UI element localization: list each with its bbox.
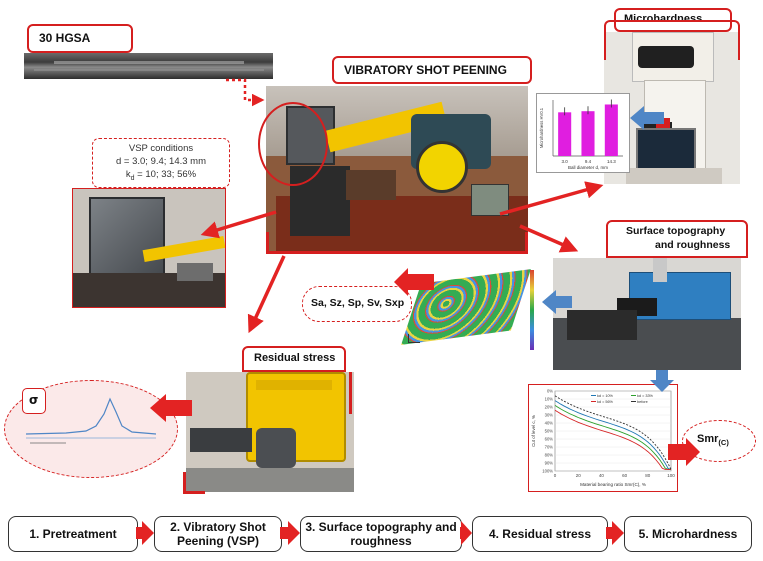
step-arrow-2: [280, 521, 300, 545]
microhardness-title-box: Microhardness: [614, 8, 732, 32]
step-topography: 3. Surface topography and roughness: [300, 516, 462, 552]
profilometer-photo: [553, 258, 741, 370]
bearing-y-tick: 90%: [545, 461, 554, 466]
mh-bar: [604, 104, 618, 156]
vsp-photo-bracket: [266, 232, 528, 254]
step-arrow-4: [606, 521, 624, 545]
vsp-conditions-coverage: kd = 10; 33; 56%: [125, 169, 197, 182]
roughness-params-label: Sa, Sz, Sp, Sv, Sxp: [311, 297, 405, 309]
bearing-y-tick: 80%: [545, 453, 554, 458]
bearing-xlabel: Material bearing ratio Smr(C), %: [580, 482, 646, 487]
step-residual: 4. Residual stress: [472, 516, 608, 552]
bearing-y-tick: 30%: [545, 413, 554, 418]
vsp-conditions-callout: VSP conditions d = 3.0; 9.4; 14.3 mm kd …: [92, 138, 230, 188]
smr-label: Smr(C): [697, 433, 729, 448]
bearing-y-tick: 0%: [547, 389, 553, 394]
mh-xlabel: Ball diameter d, mm: [568, 165, 608, 170]
bearing-y-tick: 100%: [542, 469, 553, 474]
bearing-series-line: [554, 409, 671, 470]
bearing-ratio-chart: 0% 10% 20% 30% 40% 50% 60% 70% 80% 90% 100%0 20 40 60…: [531, 389, 675, 488]
step-pretreatment-label: 1. Pretreatment: [29, 527, 117, 541]
smr-result-ellipse: Smr(C): [682, 420, 756, 462]
xrd-photo-bracket: [183, 472, 205, 494]
xrd-photo-bracket-right: [344, 372, 352, 414]
step-vsp: 2. Vibratory Shot Peening (VSP): [154, 516, 282, 552]
bearing-y-tick: 60%: [545, 437, 554, 442]
bearing-y-tick: 70%: [545, 445, 554, 450]
bearing-series-line: [554, 405, 671, 470]
xrd-device-photo: [186, 372, 354, 492]
bearing-x-tick: 0: [554, 473, 557, 478]
bearing-series-line: [554, 400, 672, 470]
arrow-bar-to-vsp: [226, 78, 265, 107]
residual-title-box: Residual stress: [242, 346, 346, 372]
step-microhardness-label: 5. Microhardness: [638, 527, 738, 541]
step-residual-label: 4. Residual stress: [488, 527, 592, 541]
steel-bar-photo: [24, 53, 273, 79]
diffraction-peak-plot: [26, 397, 156, 444]
sigma-label-box: σ: [22, 388, 46, 414]
bearing-y-tick: 50%: [545, 429, 554, 434]
diffraction-peak-curve: [26, 397, 156, 435]
mh-bar: [581, 111, 595, 156]
vsp-conditions-title: VSP conditions: [128, 143, 194, 154]
residual-title: Residual stress: [254, 352, 336, 364]
bearing-chart-panel: 0% 10% 20% 30% 40% 50% 60% 70% 80% 90% 100%0 20 40 60…: [528, 384, 678, 492]
step-topography-label: 3. Surface topography and roughness: [305, 520, 457, 548]
vsp-title: VIBRATORY SHOT PEENING: [344, 63, 507, 77]
mh-bar: [558, 112, 572, 156]
mh-tick-label: 9.4: [585, 159, 592, 164]
bearing-x-tick: 40: [599, 473, 605, 478]
vsp-machine-photo: [266, 86, 528, 252]
mh-ylabel: Microhardness HV0.1: [539, 107, 544, 148]
material-label: 30 HGSA: [39, 31, 91, 45]
step-vsp-label: 2. Vibratory Shot Peening (VSP): [170, 520, 266, 548]
bearing-series-line: [554, 395, 672, 470]
mh-tick-label: 3.0: [562, 159, 569, 164]
bearing-y-tick: 20%: [545, 405, 554, 410]
vsp-conditions-diameters: d = 3.0; 9.4; 14.3 mm: [115, 156, 207, 167]
microhardness-tester-photo: [604, 32, 740, 184]
topography-title-line1: Surface topography: [626, 225, 726, 237]
bearing-legend-label: before: [637, 400, 648, 404]
step-arrow-1: [136, 521, 154, 545]
chamber-closeup-photo: [72, 188, 226, 308]
microhardness-title: Microhardness: [624, 13, 703, 25]
bearing-legend-label: kd = 56%: [597, 400, 614, 404]
sigma-label: σ: [29, 393, 39, 407]
topography-title-line2: and roughness: [655, 239, 731, 251]
bearing-y-tick: 10%: [545, 397, 554, 402]
roughness-params-callout: Sa, Sz, Sp, Sv, Sxp: [302, 286, 412, 322]
chamber-highlight-circle: [258, 102, 328, 186]
bearing-x-tick: 80: [645, 473, 651, 478]
bearing-legend-label: kd = 33%: [637, 394, 654, 398]
bearing-x-tick: 60: [622, 473, 628, 478]
bearing-x-tick: 20: [576, 473, 582, 478]
vsp-title-box: VIBRATORY SHOT PEENING: [332, 56, 532, 84]
topography-3d-map: [396, 264, 542, 360]
mh-tick-label: 14.3: [607, 159, 616, 164]
bearing-ylabel: Cut of level c, %: [531, 415, 536, 447]
step-pretreatment: 1. Pretreatment: [8, 516, 138, 552]
bearing-x-tick: 100: [667, 473, 675, 478]
arrow-vsp-to-topography: [519, 224, 579, 253]
bearing-y-tick: 40%: [545, 421, 554, 426]
material-label-box: 30 HGSA: [27, 24, 133, 53]
step-microhardness: 5. Microhardness: [624, 516, 752, 552]
topography-title-box: Surface topography and roughness: [606, 220, 748, 258]
bearing-legend-label: kd = 10%: [597, 394, 614, 398]
arrow-vsp-to-residual: [247, 255, 286, 334]
